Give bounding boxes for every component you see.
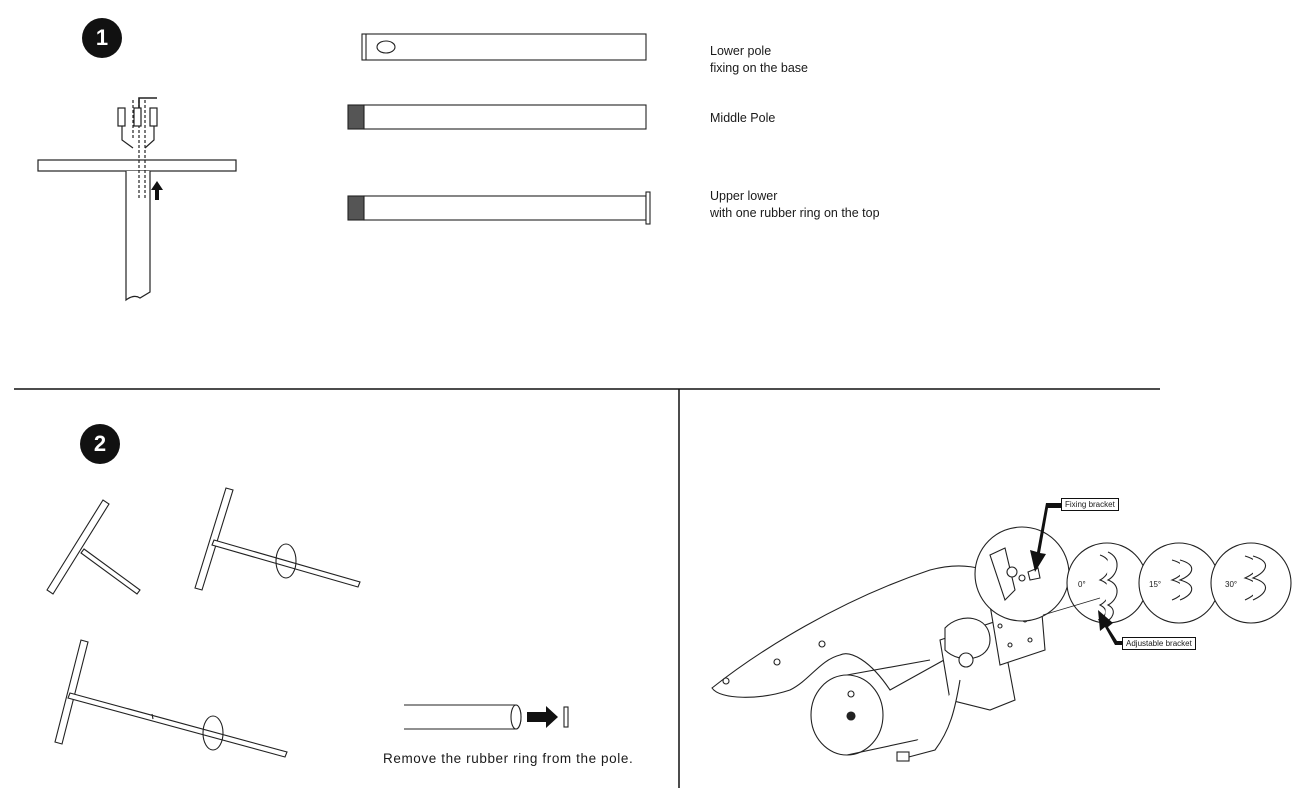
upper-pole (347, 191, 651, 225)
remove-ring-caption: Remove the rubber ring from the pole. (383, 751, 634, 766)
lower-pole-label-line1: Lower pole (710, 44, 772, 58)
fixing-bracket-label: Fixing bracket (1061, 498, 1119, 511)
fixing-bracket-arrow-icon (1030, 503, 1062, 572)
lower-pole-label-line2: fixing on the base (710, 61, 808, 75)
angle-0-label: 0° (1078, 580, 1086, 589)
step-1-badge: 1 (82, 18, 122, 58)
adjustable-bracket-details (1066, 542, 1292, 624)
fixing-bracket-detail (974, 526, 1070, 622)
t-pole-figure-1 (46, 499, 141, 595)
adjustable-bracket-arrow-icon (1098, 610, 1123, 645)
angle-30-label: 30° (1225, 580, 1238, 589)
step-2-badge: 2 (80, 424, 120, 464)
upper-pole-label-line2: with one rubber ring on the top (710, 206, 880, 220)
right-arrow-icon (527, 706, 558, 728)
upper-pole-label: Upper lower with one rubber ring on the … (710, 188, 880, 222)
t-pole-figure-3 (54, 639, 288, 758)
angle-15-label: 15° (1149, 580, 1162, 589)
t-pole-figure-2 (194, 487, 361, 591)
up-arrow-icon (151, 181, 163, 200)
pole-end-figure (404, 704, 522, 730)
upper-pole-label-line1: Upper lower (710, 189, 778, 203)
rubber-ring-icon (563, 706, 569, 728)
lower-pole (361, 33, 647, 61)
base-plate-assembly (37, 97, 237, 302)
lower-pole-label: Lower pole fixing on the base (710, 43, 808, 77)
middle-pole-label-line1: Middle Pole (710, 111, 776, 125)
adjustable-bracket-label: Adjustable bracket (1122, 637, 1196, 650)
middle-pole (347, 104, 647, 130)
middle-pole-label: Middle Pole (710, 110, 775, 127)
